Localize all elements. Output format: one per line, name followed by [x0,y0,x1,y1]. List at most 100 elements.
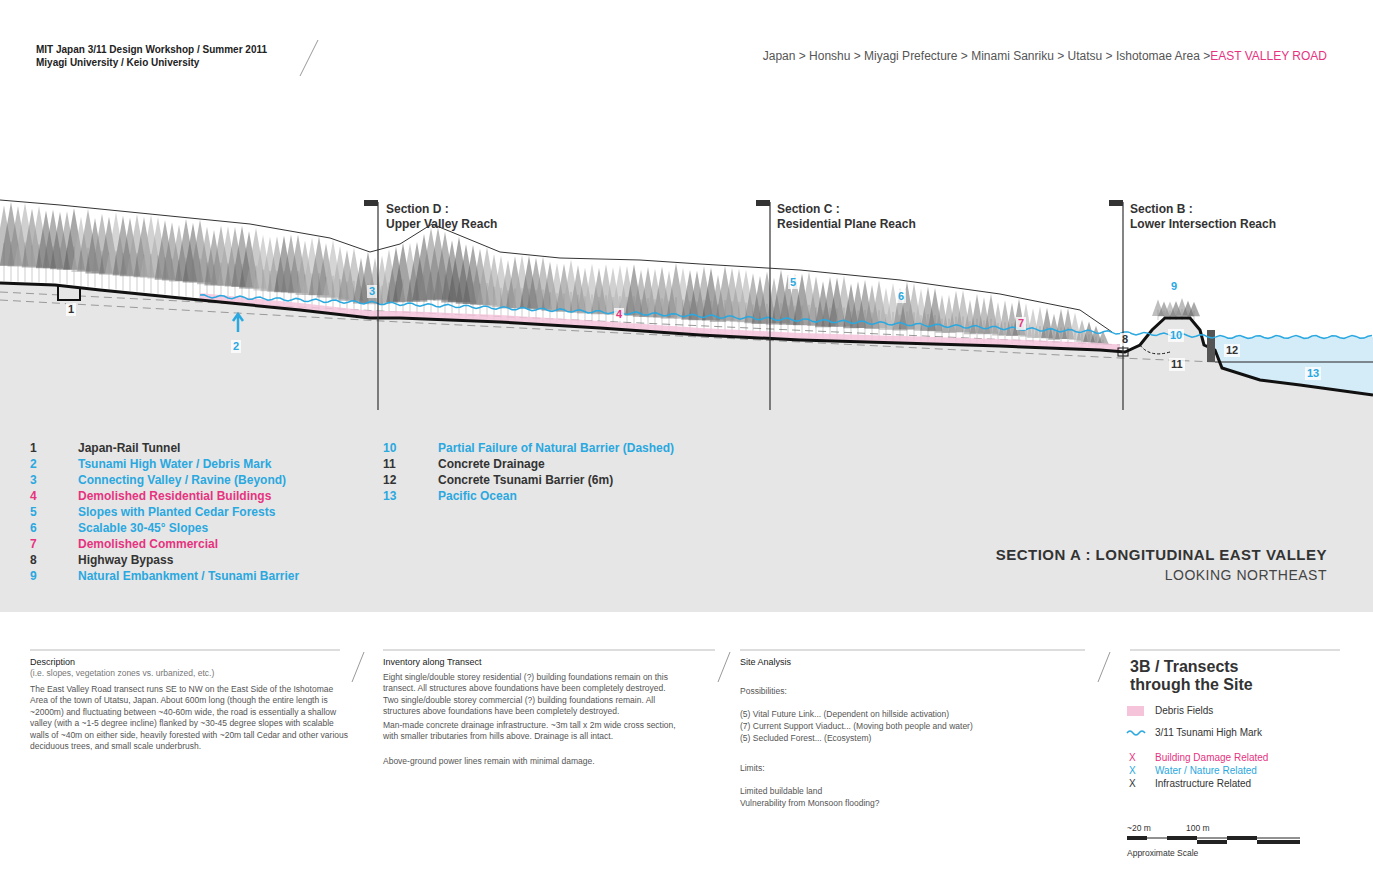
note-text: (5) Vital Future Link... (Dependent on h… [740,709,949,720]
legend-text: Water / Nature Related [1155,765,1257,777]
section-flag [364,200,378,206]
header-text: MIT Japan 3/11 Design Workshop / Summer … [36,44,267,56]
key-text: Tsunami High Water / Debris Mark [78,457,271,471]
key-number: 13 [383,489,396,503]
rule [30,650,340,651]
legend-text: 3/11 Tsunami High Mark [1155,727,1262,739]
legend-text: Debris Fields [1155,705,1213,717]
key-text: Pacific Ocean [438,489,517,503]
callout-number: 7 [1016,317,1026,330]
section-line [769,202,770,410]
rule [740,650,1085,651]
key-number: 11 [383,457,396,471]
section-label: Section C : [777,202,840,216]
key-number: 1 [30,441,37,455]
separator [1098,652,1110,682]
note-text: The East Valley Road transect runs SE to… [30,684,348,753]
key-text: Natural Embankment / Tsunami Barrier [78,569,299,583]
legend-x-mark: X [1129,752,1136,764]
key-number: 12 [383,473,396,487]
key-number: 3 [30,473,37,487]
scale-label: 100 m [1186,823,1210,833]
key-text: Scalable 30-45° Slopes [78,521,208,535]
legend-text: Infrastructure Related [1155,778,1251,790]
section-label: Section B : [1130,202,1193,216]
note-text: (i.e. slopes, vegetation zones vs. urban… [30,668,214,678]
ocean [1215,337,1373,395]
tsunami-line-sample [1127,731,1145,735]
key-text: Japan-Rail Tunnel [78,441,180,455]
callout-number: 8 [1120,333,1130,346]
tsunami-high-mark [200,295,1372,339]
note-text: Limits: [740,763,765,774]
note-text: Man-made concrete drainage infrastructur… [383,720,683,743]
callout-number: 5 [788,276,798,289]
key-text: Partial Failure of Natural Barrier (Dash… [438,441,674,455]
legend-x-mark: X [1129,778,1136,790]
scale-bar [1127,836,1300,844]
leader-arrow [233,314,243,332]
key-number: 8 [30,553,37,567]
legend-x-mark: X [1129,765,1136,777]
note-text: Site Analysis [740,657,791,668]
callout-number: 1 [66,303,76,316]
subtitle: LOOKING NORTHEAST [1165,567,1327,584]
skyline [0,200,1112,332]
scale-label: Approximate Scale [1127,848,1198,858]
scale-label: ~20 m [1127,823,1151,833]
concrete-barrier [1207,330,1215,362]
terrain [0,200,1373,612]
partial-failure [1140,345,1170,354]
section-label: Upper Valley Reach [386,217,497,231]
section-title: SECTION A : LONGITUDINAL EAST VALLEY [996,546,1327,564]
callout-number: 4 [614,308,624,321]
key-number: 6 [30,521,37,535]
note-text: Above-ground power lines remain with min… [383,756,595,767]
key-text: Demolished Residential Buildings [78,489,271,503]
section-line [377,202,378,410]
callout-number: 11 [1169,358,1185,371]
section-label: Residential Plane Reach [777,217,916,231]
callout-number: 6 [896,290,906,303]
callout-number: 9 [1169,280,1179,293]
separator [300,40,318,76]
note-text: Inventory along Transect [383,657,482,668]
rule [383,650,715,651]
terrain-line [0,283,1373,395]
key-number: 5 [30,505,37,519]
section-line [1122,202,1123,410]
separator [718,652,730,682]
sea-level [1215,362,1373,363]
note-text: Description [30,657,75,668]
header-text: EAST VALLEY ROAD [1210,49,1327,63]
separator [352,652,364,682]
callout-number: 12 [1224,344,1240,357]
key-number: 4 [30,489,37,503]
note-text: Eight single/double storey residential (… [383,672,683,718]
key-number: 2 [30,457,37,471]
section-flag [756,200,770,206]
key-number: 9 [30,569,37,583]
section-flag [1109,200,1123,206]
key-text: Concrete Drainage [438,457,545,471]
note-text: (5) Secluded Forest... (Ecosystem) [740,733,871,744]
note-text: Vulnerability from Monsoon flooding? [740,798,880,809]
header-text: Miyagi University / Keio University [36,57,199,69]
key-text: Connecting Valley / Ravine (Beyond) [78,473,286,487]
key-text: Concrete Tsunami Barrier (6m) [438,473,613,487]
section-label: Lower Intersection Reach [1130,217,1276,231]
header-text: Japan > Honshu > Miyagi Prefecture > Min… [763,49,1211,63]
rule [1130,650,1340,651]
legend-swatch [1127,706,1144,716]
note-text: Possibilities: [740,686,787,697]
key-number: 10 [383,441,396,455]
legend-text: Building Damage Related [1155,752,1268,764]
key-number: 7 [30,537,37,551]
note-text: 3B / Transects through the Site [1130,658,1300,695]
key-text: Highway Bypass [78,553,173,567]
key-text: Slopes with Planted Cedar Forests [78,505,275,519]
callout-number: 10 [1168,329,1184,342]
note-text: Limited buildable land [740,786,822,797]
note-text: (7) Current Support Viaduct... (Moving b… [740,721,973,732]
